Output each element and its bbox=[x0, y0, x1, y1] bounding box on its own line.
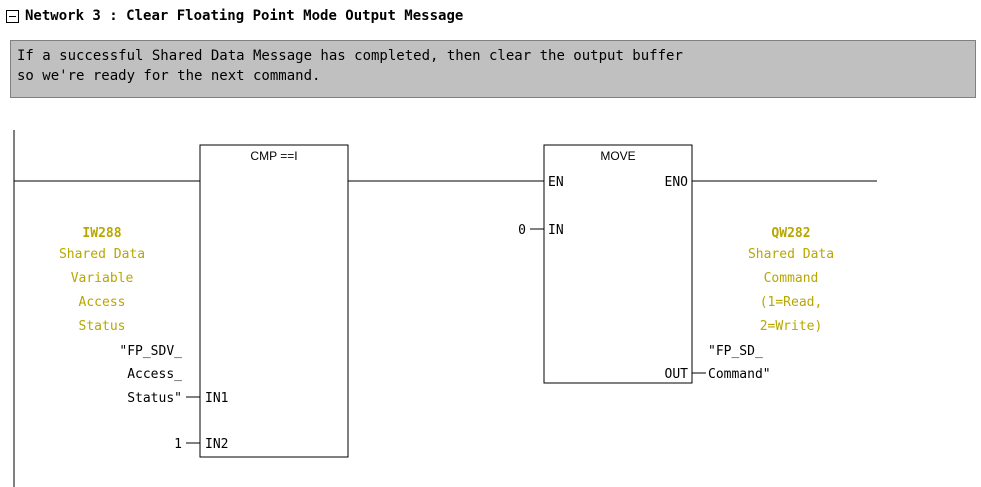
network-separator: : bbox=[100, 8, 127, 24]
network-comment[interactable]: If a successful Shared Data Message has … bbox=[10, 40, 976, 98]
cmp-in1-symbol-3: Status" bbox=[127, 391, 182, 406]
move-block-title: MOVE bbox=[600, 149, 635, 163]
cmp-block-title: CMP ==I bbox=[250, 149, 297, 163]
cmp-in1-comment-3: Access bbox=[79, 295, 126, 310]
comment-line-1: If a successful Shared Data Message has … bbox=[17, 48, 683, 64]
move-out-comment-1: Shared Data bbox=[748, 247, 834, 262]
network-header: Network 3 : Clear Floating Point Mode Ou… bbox=[6, 6, 463, 26]
move-block[interactable] bbox=[543, 144, 693, 384]
cmp-in1-comment-1: Shared Data bbox=[59, 247, 145, 262]
collapse-minus-icon[interactable] bbox=[6, 9, 19, 23]
network-label: Network 3 bbox=[25, 8, 101, 24]
cmp-pin-in2: IN2 bbox=[205, 437, 228, 452]
cmp-in1-symbol-2: Access_ bbox=[127, 367, 182, 382]
move-out-symbol-1: "FP_SD_ bbox=[708, 344, 763, 359]
move-pin-in: IN bbox=[548, 223, 564, 238]
move-pin-en: EN bbox=[548, 175, 564, 190]
cmp-pin-in1: IN1 bbox=[205, 391, 228, 406]
move-out-comment-2: Command bbox=[764, 271, 819, 286]
cmp-in1-symbol-1: "FP_SDV_ bbox=[119, 344, 182, 359]
cmp-block[interactable] bbox=[199, 144, 349, 458]
move-in-value[interactable]: 0 bbox=[518, 223, 526, 238]
move-out-address[interactable]: QW282 bbox=[771, 226, 810, 241]
comment-line-2: so we're ready for the next command. bbox=[17, 68, 321, 84]
move-out-comment-4: 2=Write) bbox=[760, 319, 823, 334]
cmp-in2-value[interactable]: 1 bbox=[174, 437, 182, 452]
move-out-comment-3: (1=Read, bbox=[760, 295, 823, 310]
cmp-in1-comment-4: Status bbox=[79, 319, 126, 334]
cmp-in1-address[interactable]: IW288 bbox=[82, 226, 121, 241]
move-pin-eno: ENO bbox=[665, 175, 689, 190]
cmp-in1-comment-2: Variable bbox=[71, 271, 134, 286]
move-pin-out: OUT bbox=[665, 367, 689, 382]
move-out-symbol-2: Command" bbox=[708, 367, 771, 382]
network-title[interactable]: Clear Floating Point Mode Output Message bbox=[126, 8, 464, 24]
